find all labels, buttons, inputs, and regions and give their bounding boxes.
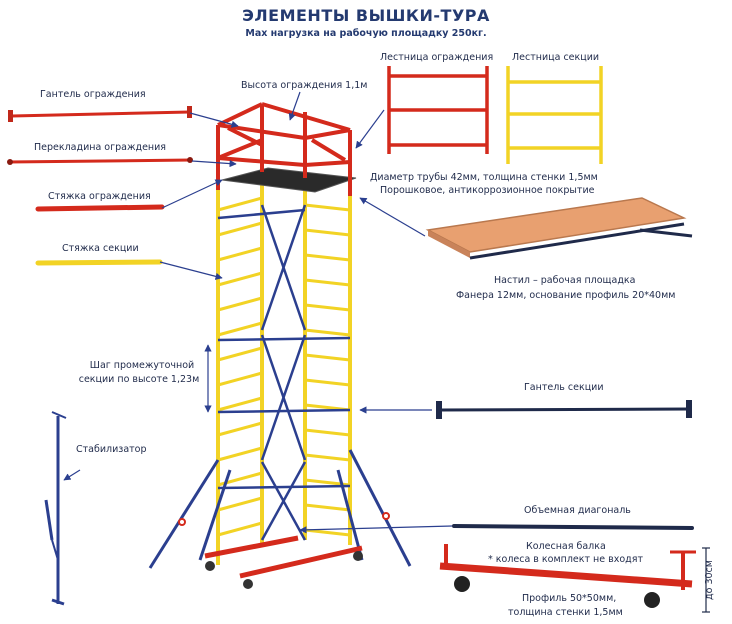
label-step-line2: секции по высоте 1,23м <box>78 374 200 385</box>
page-subtitle: Max нагрузка на рабочую площадку 250кг. <box>245 28 487 39</box>
stabilizer-drawing <box>44 411 67 606</box>
label-stabilizer: Стабилизатор <box>76 444 147 455</box>
label-profile-line2: толщина стенки 1,5мм <box>508 607 623 618</box>
label-section-dumbbell: Гантель секции <box>524 382 604 393</box>
label-step-line1: Шаг промежуточной <box>89 360 195 371</box>
label-height-30: до 30см <box>703 560 715 600</box>
label-wheels-note: * колеса в комплект не входят <box>488 554 643 565</box>
label-guard-height: Высота ограждения 1,1м <box>241 80 368 91</box>
guard-tie-drawing <box>35 204 165 212</box>
label-deck-line2: Фанера 12мм, основание профиль 20*40мм <box>456 290 676 301</box>
label-pipe-line1: Диаметр трубы 42мм, толщина стенки 1,5мм <box>370 172 598 183</box>
guard-ladder-drawing <box>387 66 489 154</box>
page-title: ЭЛЕМЕНТЫ ВЫШКИ-ТУРА <box>242 6 490 25</box>
label-guard-dumbbell: Гантель ограждения <box>40 89 146 100</box>
guard-dumbbell-drawing <box>8 106 192 122</box>
label-guard-ladder: Лестница ограждения <box>380 52 494 63</box>
wheel-beam-drawing <box>439 544 710 613</box>
label-section-tie: Стяжка секции <box>62 243 139 254</box>
label-wheel-beam: Колесная балка <box>526 541 606 552</box>
label-guard-crossbar: Перекладина ограждения <box>34 142 167 153</box>
volume-diagonal-drawing <box>452 524 694 530</box>
tower-drawing <box>148 102 412 589</box>
deck-drawing <box>425 197 693 260</box>
label-deck-line1: Настил – рабочая площадка <box>494 275 636 286</box>
label-pipe-line2: Порошковое, антикоррозионное покрытие <box>380 185 595 196</box>
guard-crossbar-drawing <box>7 157 193 165</box>
callout-arrows <box>63 91 453 534</box>
label-guard-tie: Стяжка ограждения <box>48 191 151 202</box>
label-section-ladder: Лестница секции <box>512 52 600 63</box>
label-volume-diagonal: Объемная диагональ <box>524 505 631 516</box>
section-tie-drawing <box>35 259 163 266</box>
section-dumbbell-drawing <box>436 400 692 419</box>
section-ladder-drawing <box>506 66 603 164</box>
label-profile-line1: Профиль 50*50мм, <box>522 593 617 604</box>
